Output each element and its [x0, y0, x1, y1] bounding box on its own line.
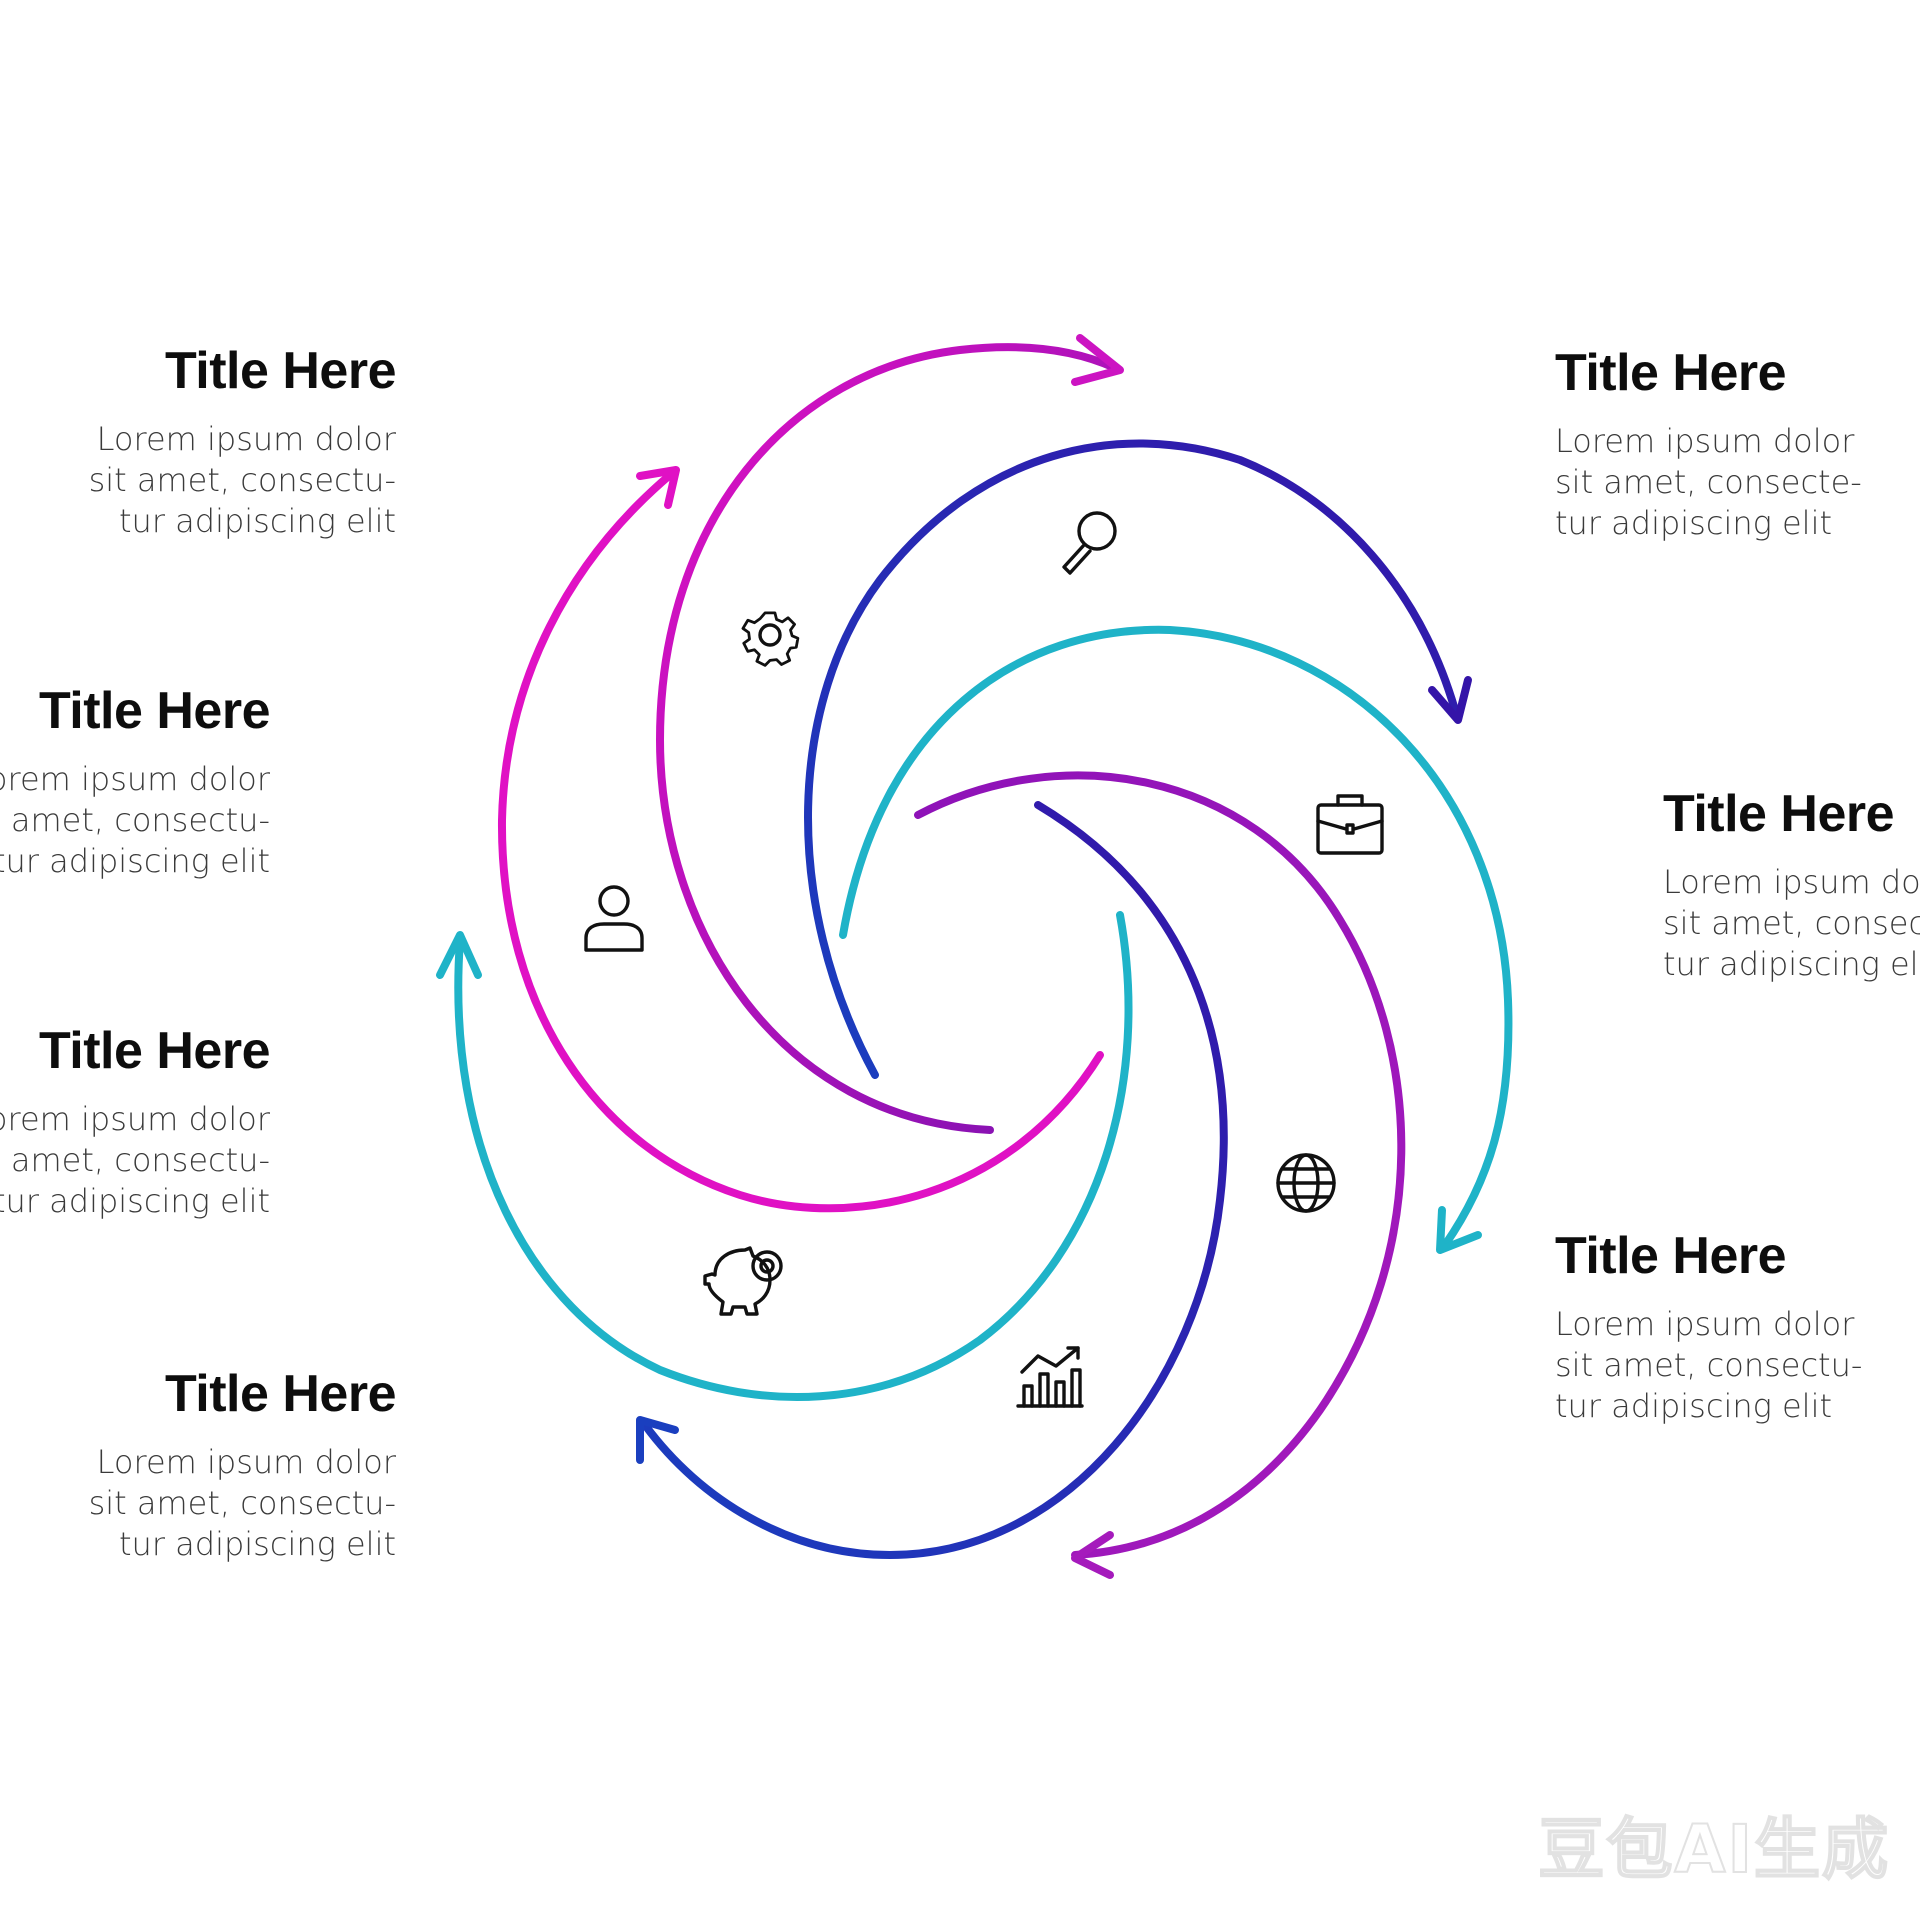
label-bottom-right: Title Here Lorem ipsum dolor sit amet, c…: [1555, 1230, 1915, 1427]
piggy-bank-icon: [703, 1246, 783, 1316]
label-line: tur adipiscing elit: [119, 1525, 396, 1563]
label-line: sit amet, consectu-: [88, 1484, 396, 1522]
label-line: sit amet, consectu-: [1663, 904, 1920, 942]
label-middle-left-lower: Title Here Lorem ipsum dolor sit amet, c…: [0, 1022, 271, 1222]
label-line: tur adipiscing elit: [1663, 945, 1920, 983]
arrowhead-2: [1428, 676, 1472, 724]
label-line: Lorem ipsum dolor: [0, 760, 270, 798]
label-description: Lorem ipsum dolor sit amet, consectu- tu…: [1555, 1304, 1915, 1427]
label-line: sit amet, consectu-: [88, 461, 396, 499]
arrowhead-1: [1071, 334, 1124, 386]
label-line: sit amet, consectu-: [0, 801, 270, 839]
label-line: Lorem ipsum dolor: [96, 420, 396, 458]
label-title: Title Here: [1663, 785, 1895, 843]
arrowhead-6: [436, 931, 482, 979]
label-line: Lorem ipsum dolor: [1555, 422, 1855, 460]
spiral-arm-5: [641, 801, 1228, 1559]
arrowhead-5: [636, 1416, 679, 1464]
spiral-arm-3: [839, 625, 1513, 1249]
label-line: sit amet, consectu-: [1555, 1346, 1863, 1384]
label-title: Title Here: [1555, 1227, 1787, 1285]
label-middle-left-upper: Title Here Lorem ipsum dolor sit amet, c…: [0, 682, 271, 882]
label-line: Lorem ipsum dolor: [0, 1100, 270, 1138]
spiral-arm-1: [656, 343, 1119, 1134]
label-title: Title Here: [38, 1022, 271, 1080]
bar-chart-icon: [1016, 1346, 1084, 1408]
magnifier-icon: [1062, 511, 1117, 575]
label-line: tur adipiscing elit: [0, 1182, 270, 1220]
label-title: Title Here: [164, 342, 397, 400]
label-description: Lorem ipsum dolor sit amet, consectu- tu…: [1663, 862, 1920, 985]
label-top-left: Title Here Lorem ipsum dolor sit amet, c…: [36, 342, 397, 542]
watermark: 豆包AI生成: [1537, 1810, 1890, 1889]
label-middle-right: Title Here Lorem ipsum dolor sit amet, c…: [1663, 788, 1920, 985]
label-title: Title Here: [38, 682, 271, 740]
label-line: sit amet, consectu-: [0, 1141, 270, 1179]
briefcase-icon: [1316, 794, 1384, 855]
spiral-arm-7: [497, 471, 1104, 1213]
label-line: Lorem ipsum dolor: [1555, 1305, 1855, 1343]
arrowhead-4: [1071, 1531, 1114, 1579]
label-line: tur adipiscing elit: [1555, 1387, 1832, 1425]
spiral-arm-2: [804, 439, 1459, 1079]
label-description: Lorem ipsum dolor sit amet, consectu- tu…: [0, 1099, 270, 1222]
spiral-arm-4: [914, 771, 1406, 1559]
label-description: Lorem ipsum dolor sit amet, consectu- tu…: [36, 1442, 396, 1565]
label-description: Lorem ipsum dolor sit amet, consectu- tu…: [0, 759, 270, 882]
label-title: Title Here: [1555, 344, 1787, 402]
spiral-arm-6: [454, 911, 1133, 1402]
label-bottom-left: Title Here Lorem ipsum dolor sit amet, c…: [36, 1365, 397, 1565]
label-line: tur adipiscing elit: [1555, 504, 1832, 542]
label-description: Lorem ipsum dolor sit amet, consectu- tu…: [36, 419, 396, 542]
label-line: Lorem ipsum dolor: [96, 1443, 396, 1481]
label-title: Title Here: [164, 1365, 397, 1423]
arrowhead-7: [636, 466, 680, 509]
label-top-right: Title Here Lorem ipsum dolor sit amet, c…: [1555, 347, 1915, 544]
label-line: tur adipiscing elit: [119, 502, 396, 540]
arrowhead-3: [1436, 1206, 1482, 1254]
label-line: Lorem ipsum dolor: [1663, 863, 1920, 901]
globe-icon: [1276, 1153, 1336, 1213]
label-description: Lorem ipsum dolor sit amet, consecte- tu…: [1555, 421, 1915, 544]
gear-icon: [741, 611, 800, 667]
label-line: sit amet, consecte-: [1555, 463, 1862, 501]
person-icon: [584, 885, 644, 952]
label-line: tur adipiscing elit: [0, 842, 270, 880]
